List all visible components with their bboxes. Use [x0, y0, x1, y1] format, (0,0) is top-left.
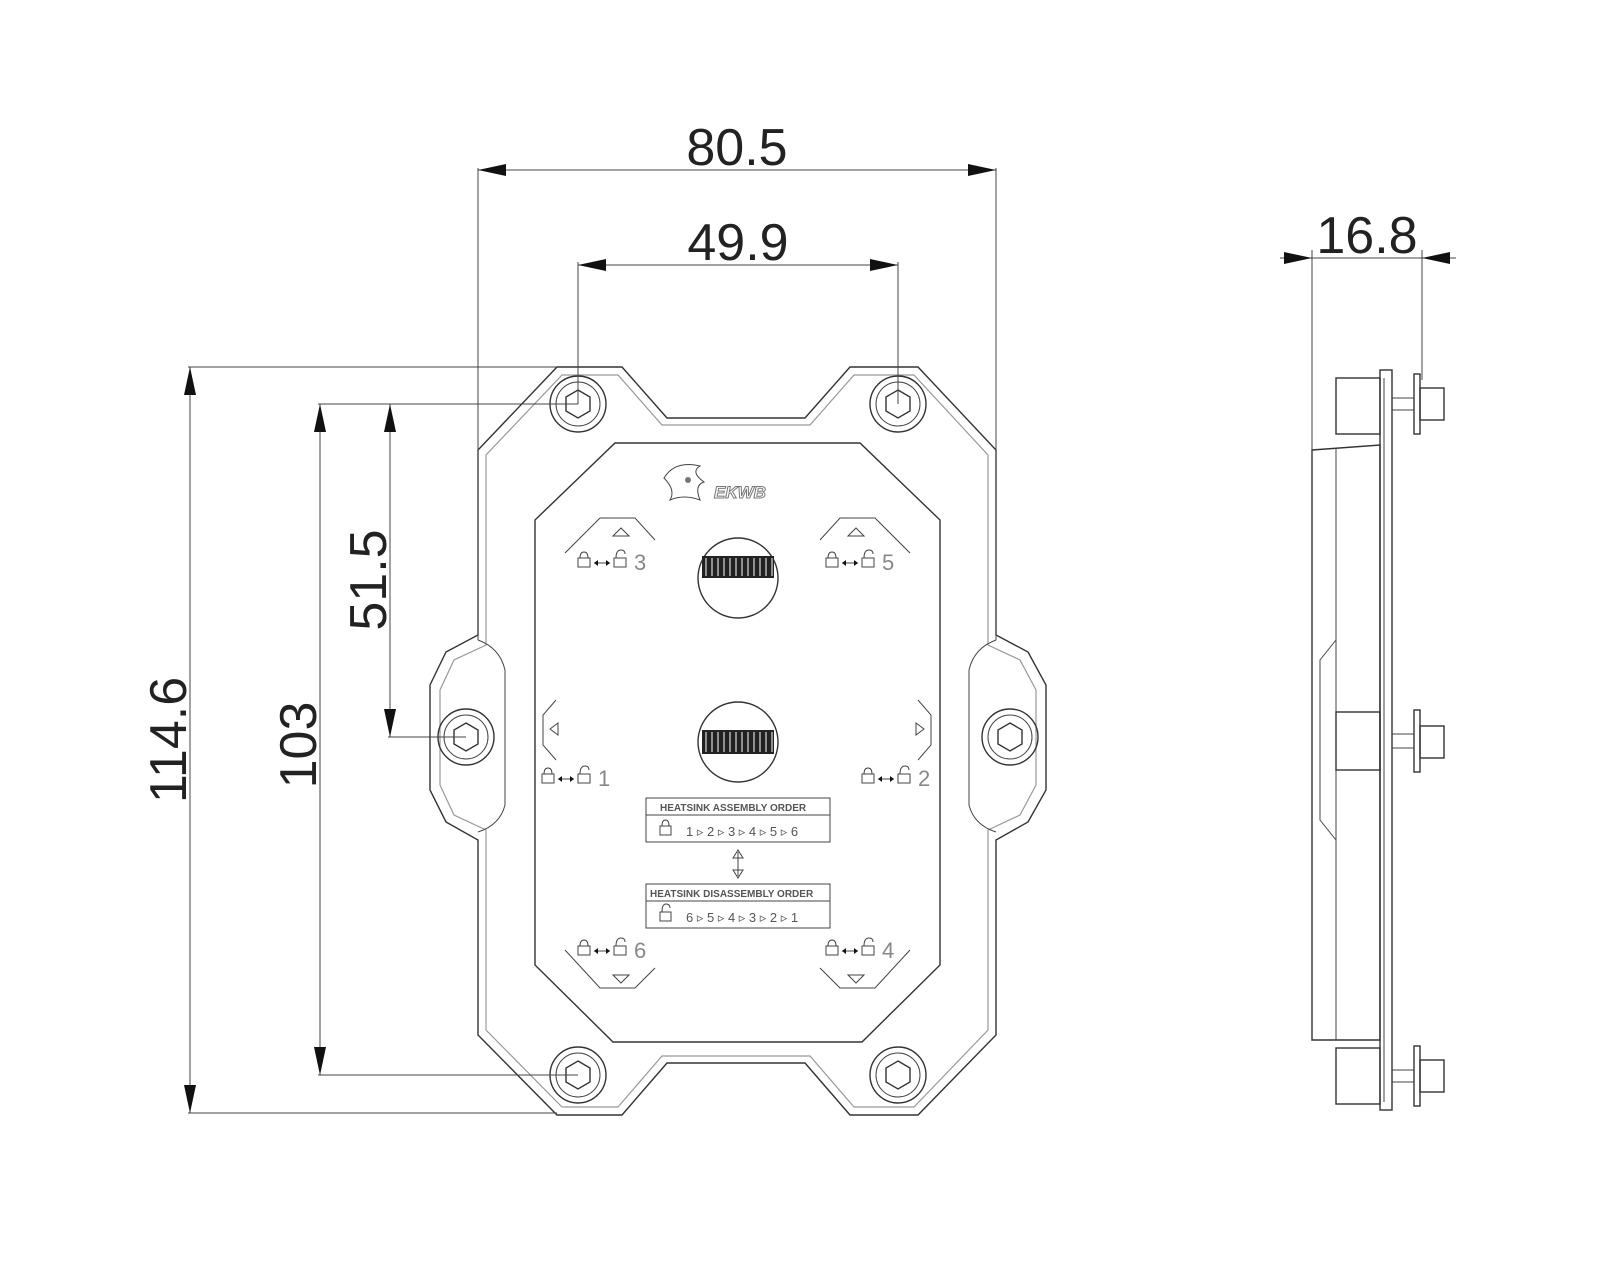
svg-text:2: 2 [918, 766, 930, 791]
dimension-thickness: 16.8 [1280, 207, 1456, 450]
dragon-logo-icon [663, 464, 706, 502]
hole-spacing-width-label: 49.9 [687, 214, 788, 272]
front-view: EKWB 3 5 1 2 6 [429, 366, 1047, 1116]
unlock-icon [613, 937, 627, 956]
lock-marker-4: 4 [825, 937, 894, 963]
hex-screw-icon [981, 708, 1039, 766]
lock-icon [659, 819, 672, 836]
brand-logo-text: EKWB [714, 483, 766, 502]
disassembly-order-box: HEATSINK DISASSEMBLY ORDER 6 ▹ 5 ▹ 4 ▹ 3… [645, 883, 831, 929]
lock-marker-3: 3 [577, 549, 646, 575]
lock-icon [541, 767, 555, 784]
assembly-order-title: HEATSINK ASSEMBLY ORDER [660, 803, 807, 814]
side-screw-top [1392, 373, 1445, 435]
lock-marker-1: 1 [541, 765, 610, 791]
top-port [697, 537, 779, 619]
unlock-icon [659, 903, 672, 922]
triangle-down-left [611, 974, 631, 984]
svg-text:1: 1 [598, 766, 610, 791]
chevron-right [917, 699, 932, 761]
triangle-right [915, 722, 925, 736]
double-arrow-icon [842, 560, 858, 566]
dimension-hole-spacing-width: 49.9 [577, 214, 899, 404]
svg-text:3: 3 [634, 550, 646, 575]
svg-text:4: 4 [882, 938, 894, 963]
side-screw-middle [1392, 709, 1445, 773]
right-ear-inner [968, 639, 997, 833]
dimension-side-hole-offset: 51.5 [340, 404, 466, 738]
overall-width-label: 80.5 [686, 119, 787, 177]
dimension-hole-spacing-height: 103 [270, 403, 578, 1076]
lock-icon [825, 551, 839, 568]
side-plate [1379, 369, 1393, 1111]
lock-icon [825, 939, 839, 956]
svg-text:5: 5 [882, 550, 894, 575]
chevron-bottom-left [564, 949, 656, 989]
lock-icon [577, 939, 591, 956]
unlock-icon [861, 549, 875, 568]
thickness-label: 16.8 [1316, 207, 1417, 265]
disassembly-order-sequence: 6 ▹ 5 ▹ 4 ▹ 3 ▹ 2 ▹ 1 [686, 910, 798, 925]
unlock-icon [577, 765, 591, 784]
triangle-down-right [846, 974, 866, 984]
side-view [1311, 369, 1445, 1111]
chevron-left [542, 699, 557, 761]
side-screw-bottom [1392, 1045, 1445, 1107]
double-arrow-icon [594, 948, 610, 954]
hole-spacing-height-label: 103 [270, 702, 328, 789]
dimension-overall-height: 114.6 [140, 366, 557, 1114]
plate-outline [429, 366, 1047, 1116]
double-arrow-icon [594, 560, 610, 566]
hex-screw-icon [869, 1046, 927, 1104]
assembly-order-box: HEATSINK ASSEMBLY ORDER 1 ▹ 2 ▹ 3 ▹ 4 ▹ … [645, 797, 831, 843]
unlock-icon [861, 937, 875, 956]
lock-icon [577, 551, 591, 568]
unlock-icon [897, 765, 911, 784]
triangle-up-left [611, 527, 631, 537]
triangle-up-right [846, 527, 866, 537]
double-arrow-icon [732, 849, 744, 879]
lock-icon [861, 767, 875, 784]
plate-inner-outline [439, 374, 1037, 1108]
lock-marker-5: 5 [825, 549, 894, 575]
double-arrow-icon [842, 948, 858, 954]
unlock-icon [613, 549, 627, 568]
overall-height-label: 114.6 [140, 677, 198, 803]
side-block [1311, 444, 1381, 1041]
lock-marker-6: 6 [577, 937, 646, 963]
chevron-top-left [564, 517, 656, 554]
inner-panel [534, 442, 941, 1043]
assembly-order-sequence: 1 ▹ 2 ▹ 3 ▹ 4 ▹ 5 ▹ 6 [686, 824, 798, 839]
double-arrow-icon [558, 776, 574, 782]
disassembly-order-title: HEATSINK DISASSEMBLY ORDER [650, 889, 814, 900]
side-hole-offset-label: 51.5 [340, 529, 398, 630]
chevron-top-right [819, 517, 911, 554]
bottom-port [697, 701, 779, 783]
triangle-left [549, 722, 559, 736]
svg-text:6: 6 [634, 938, 646, 963]
chevron-bottom-right [819, 949, 911, 989]
lock-marker-2: 2 [861, 765, 930, 791]
double-arrow-icon [878, 776, 894, 782]
left-ear-inner [477, 639, 506, 833]
